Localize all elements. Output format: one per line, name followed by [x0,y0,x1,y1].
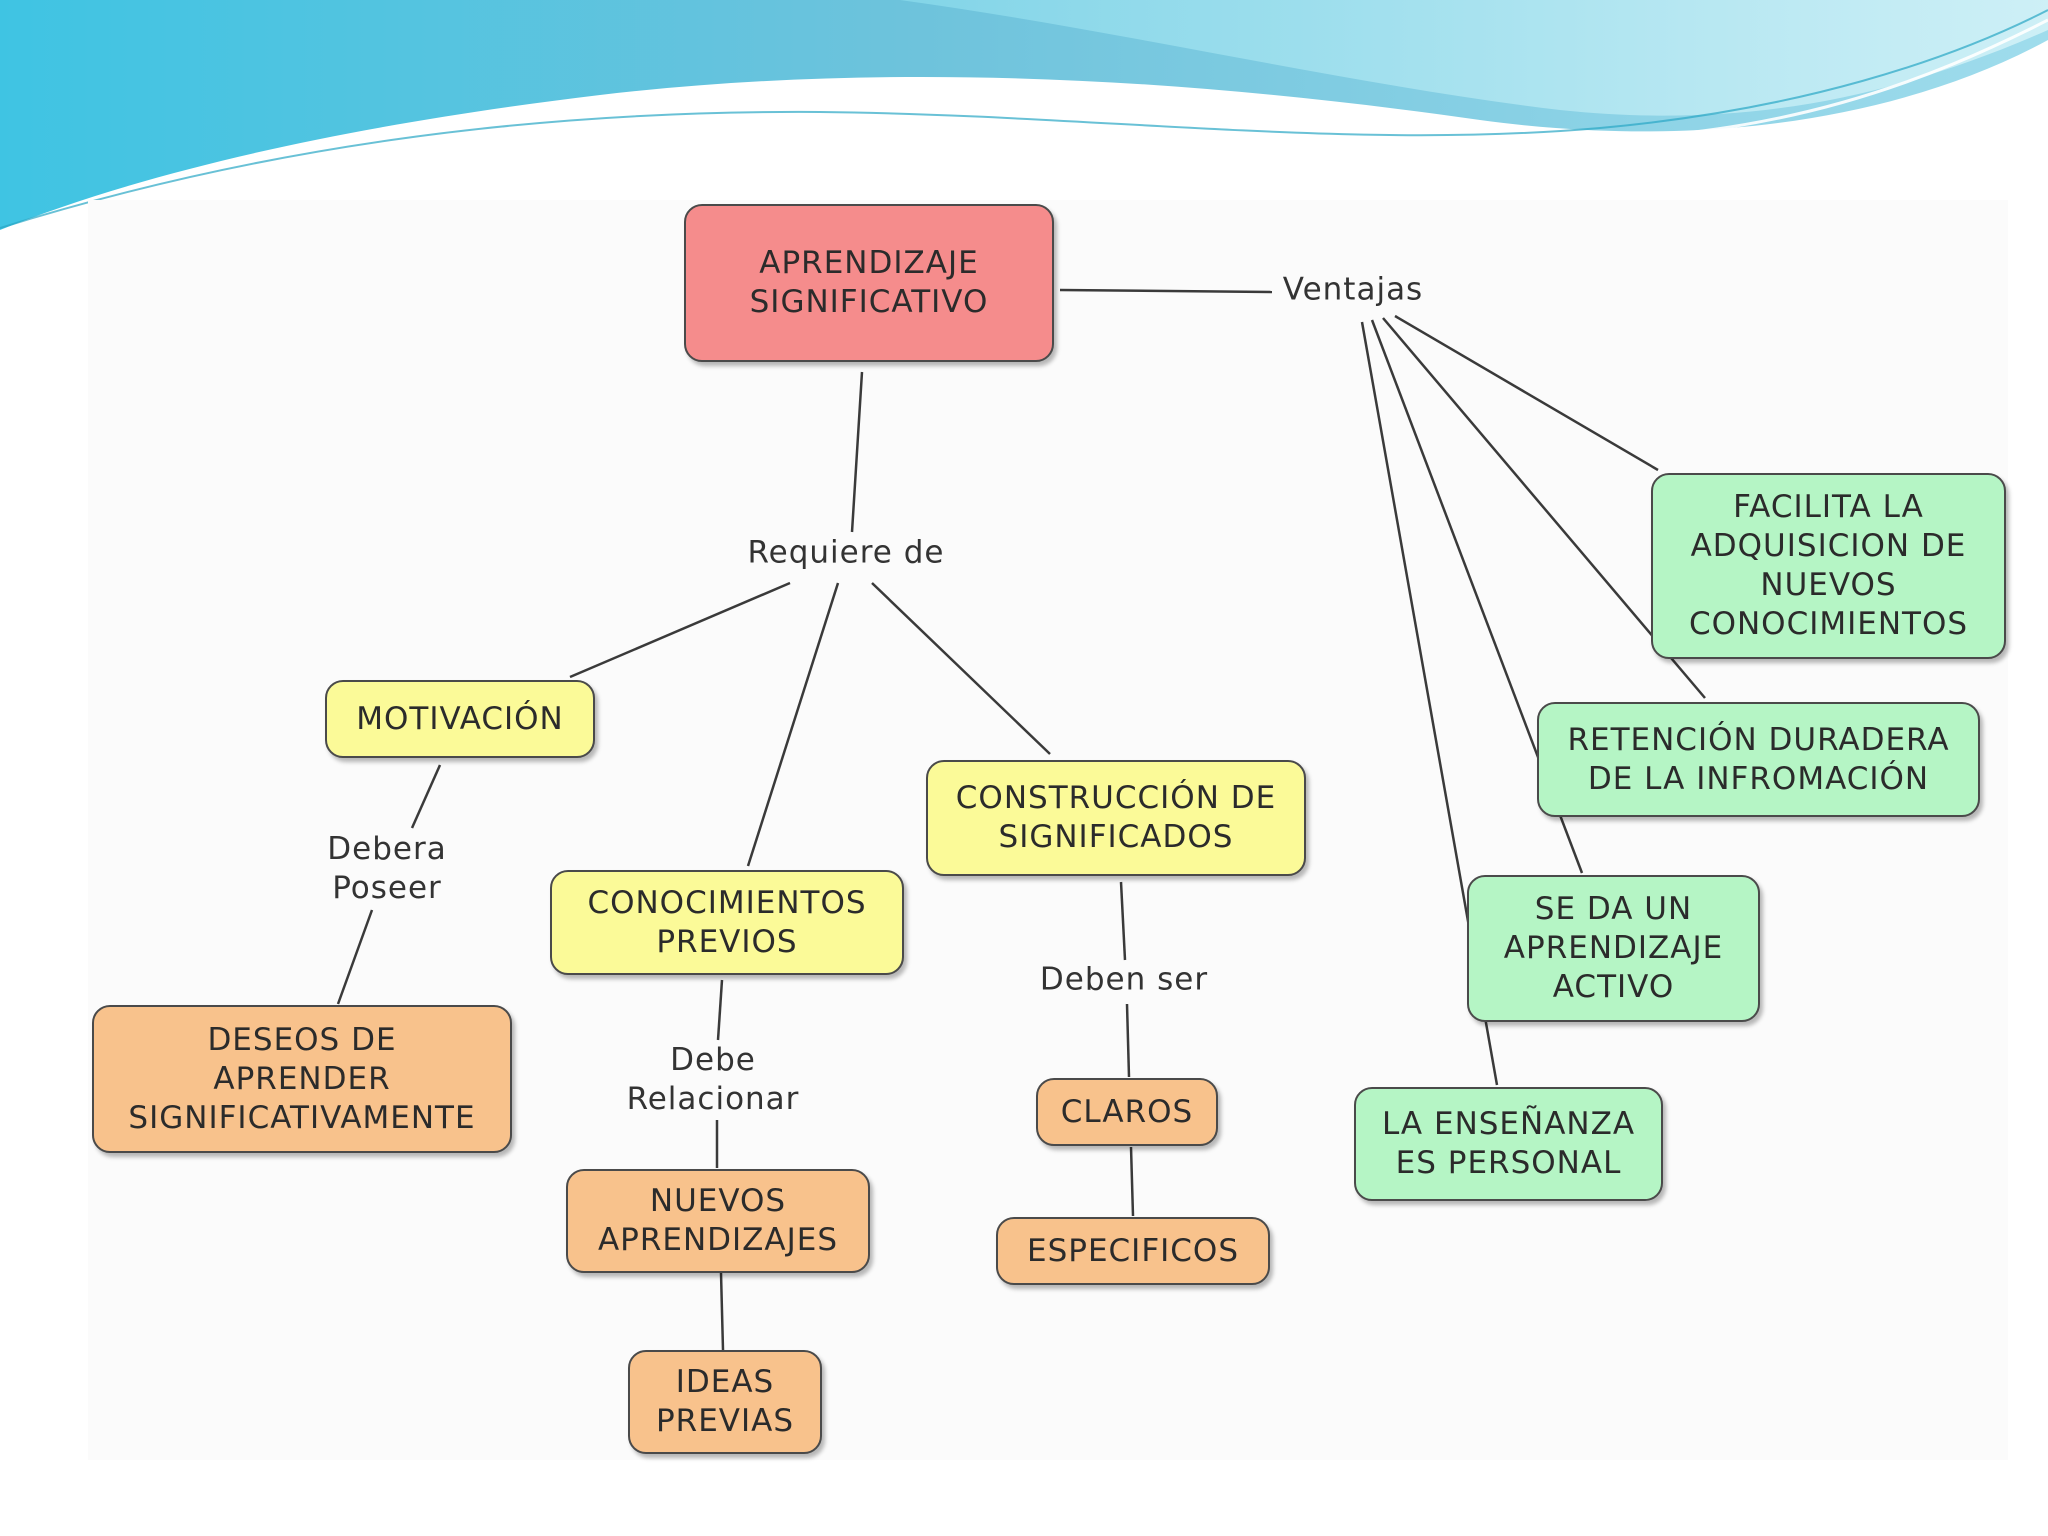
line-requiere-construccion [871,582,1051,755]
line-claros-especificos [1129,1146,1135,1217]
header-wave-decoration [0,0,2048,237]
line-construccion-deben [1119,881,1127,961]
line-ventajas-facilita [1394,314,1659,472]
link-label-requiere: Requiere de [743,533,949,573]
line-requiere-motivacion [569,581,791,679]
nuevos-aprendizajes-node: NUEVOS APRENDIZAJES [566,1169,870,1273]
conocimientos-previos-node: CONOCIMIENTOS PREVIOS [550,870,904,975]
line-deben-claros [1125,1003,1131,1078]
especificos-node: ESPECIFICOS [996,1217,1270,1285]
line-root-ventajas [1059,288,1273,294]
link-label-deben-ser: Deben ser [1035,960,1213,1000]
claros-node: CLAROS [1036,1078,1218,1146]
deseos-aprender-node: DESEOS DE APRENDER SIGNIFICATIVAMENTE [92,1005,512,1153]
facilita-adquisicion-node: FACILITA LA ADQUISICION DE NUEVOS CONOCI… [1651,473,2006,659]
line-motivacion-debera [410,764,442,829]
ensenanza-personal-node: LA ENSEÑANZA ES PERSONAL [1354,1087,1663,1201]
construccion-significados-node: CONSTRUCCIÓN DE SIGNIFICADOS [926,760,1306,876]
link-label-debera-poseer: Debera Poseer [323,830,451,908]
line-root-requiere [850,371,864,533]
link-label-ventajas: Ventajas [1278,270,1428,310]
root-node: APRENDIZAJE SIGNIFICATIVO [684,204,1054,362]
line-nuevos-ideas [719,1272,725,1351]
line-debera-deseos [336,909,374,1005]
line-conocimientos-debe [716,979,724,1041]
link-label-debe-relacionar: Debe Relacionar [622,1041,804,1119]
motivacion-node: MOTIVACIÓN [325,680,595,758]
ideas-previas-node: IDEAS PREVIAS [628,1350,822,1454]
line-requiere-conocimientos [746,582,840,867]
retencion-duradera-node: RETENCIÓN DURADERA DE LA INFROMACIÓN [1537,702,1980,817]
aprendizaje-activo-node: SE DA UN APRENDIZAJE ACTIVO [1467,875,1760,1022]
